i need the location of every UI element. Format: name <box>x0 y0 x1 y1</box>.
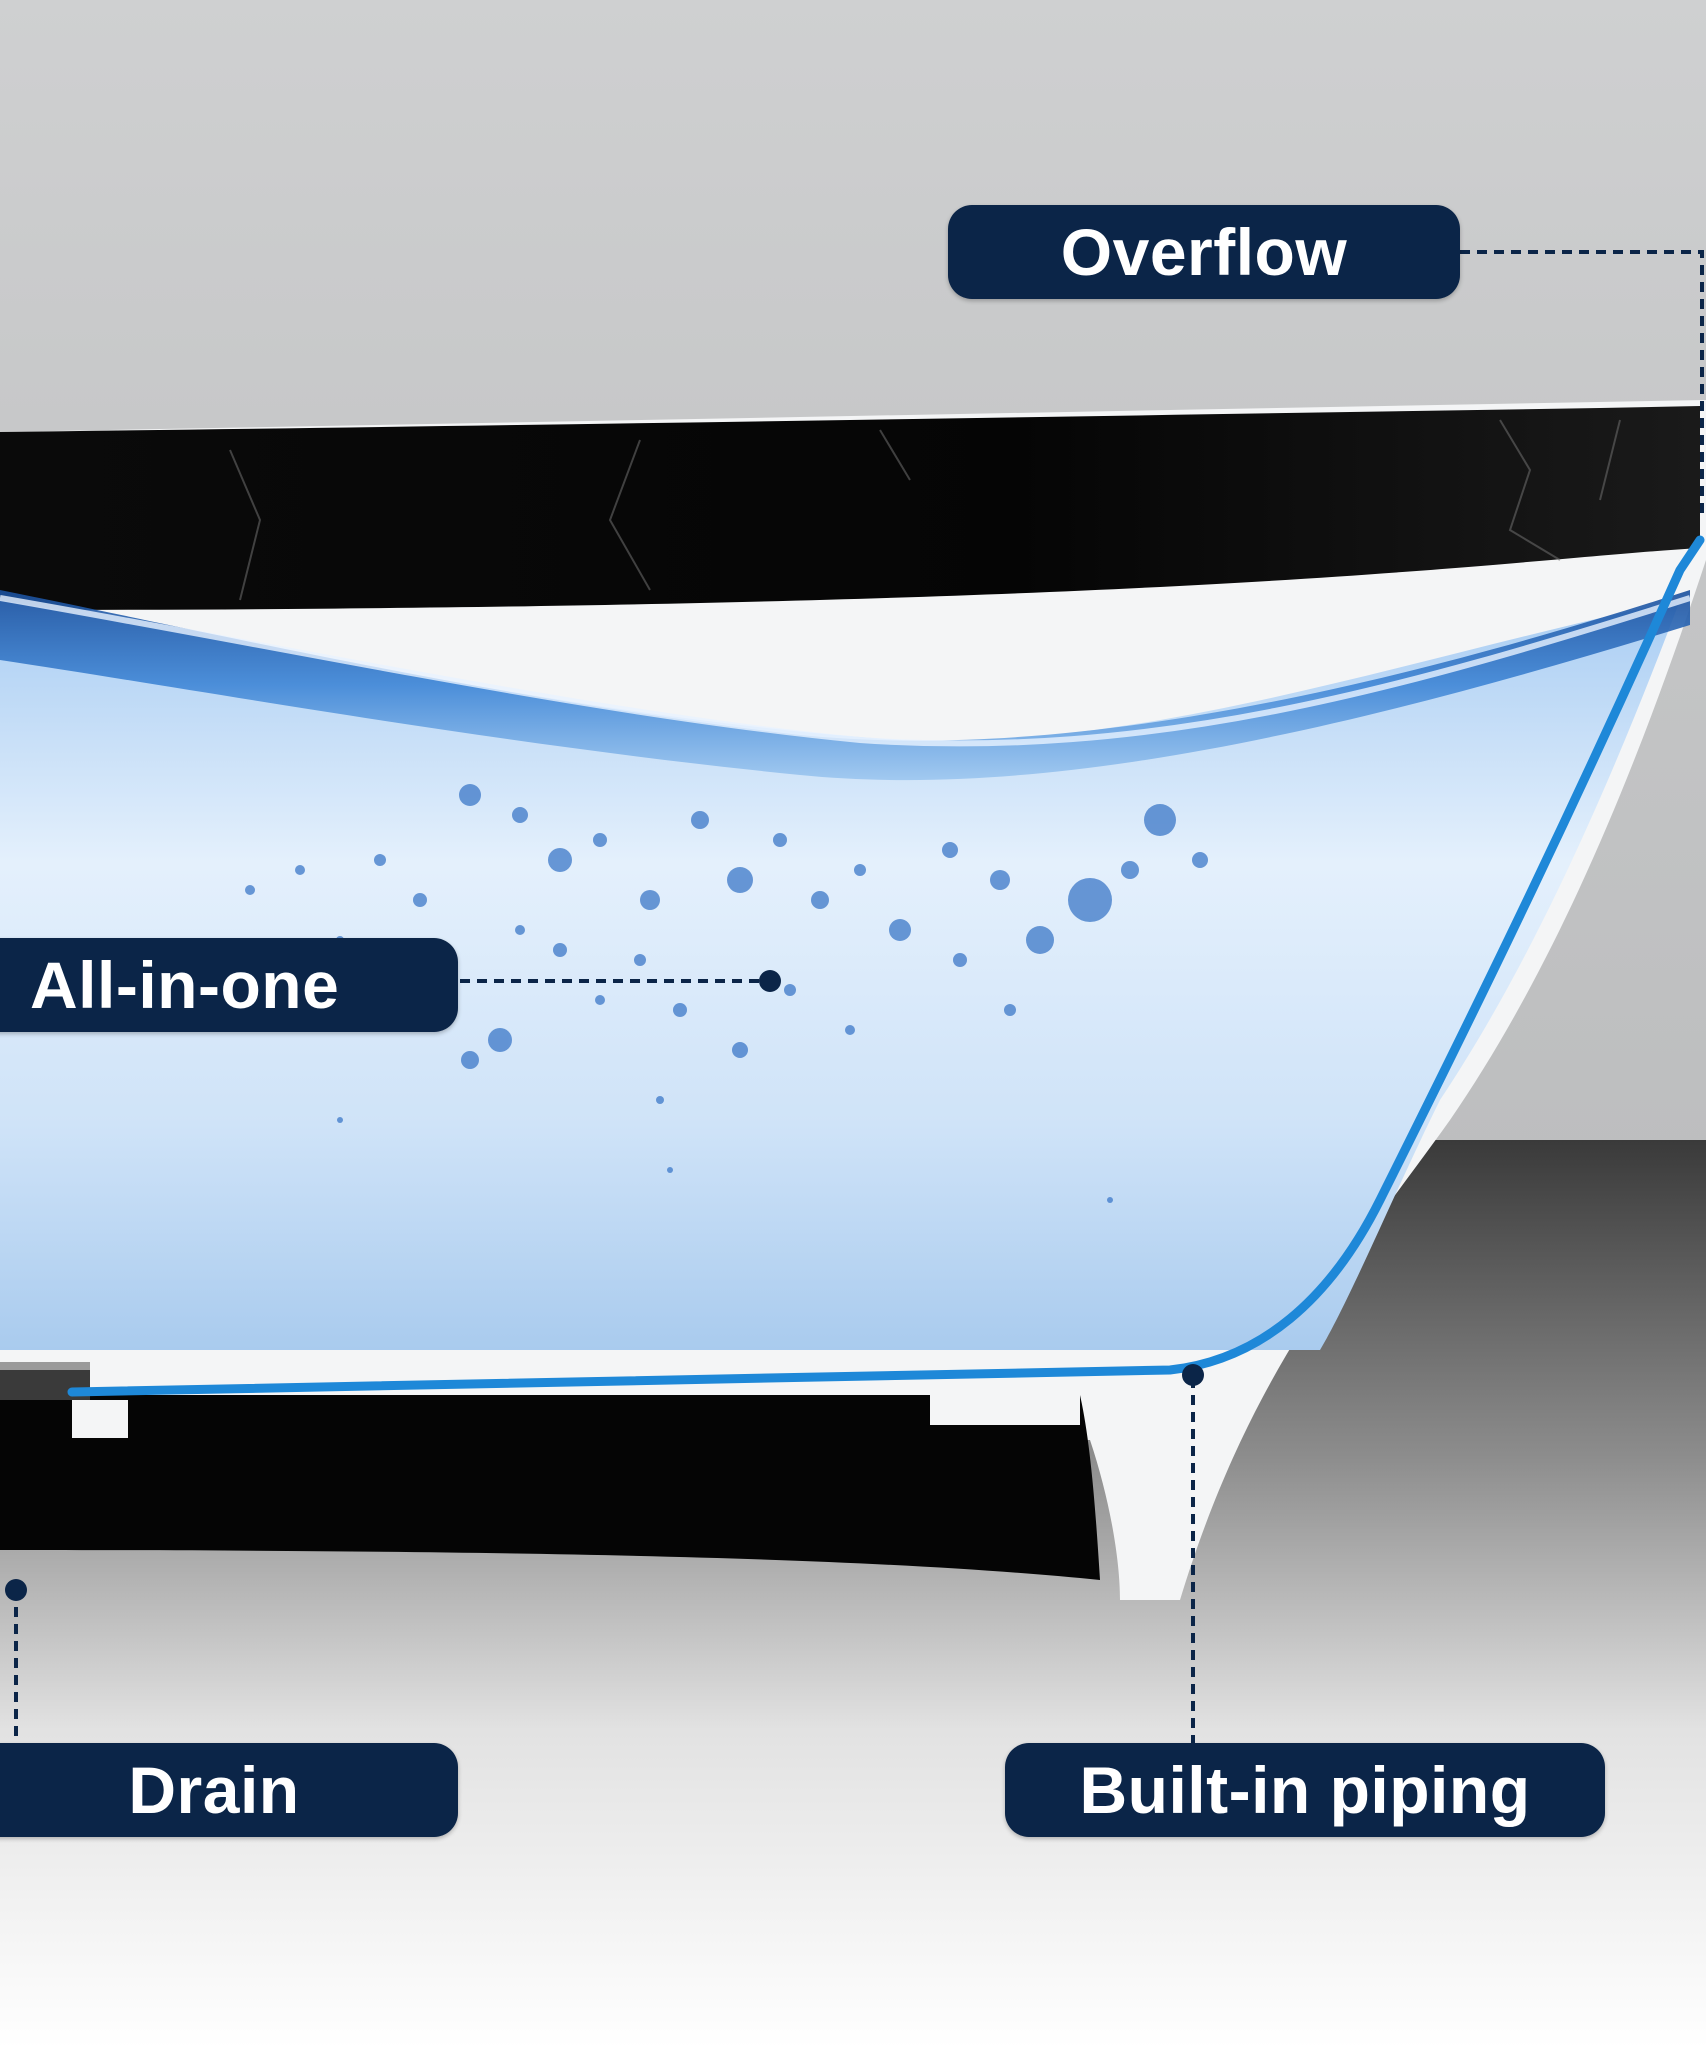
bubbles <box>245 784 1208 1203</box>
marble-veins <box>229 419 1621 601</box>
overflow-connector <box>1460 250 1704 520</box>
drain-dot <box>5 1579 27 1601</box>
base-rib-left <box>72 1400 128 1438</box>
water-surface-highlight <box>0 595 1691 747</box>
water-surface <box>0 590 1690 781</box>
overflow-label: Overflow <box>948 205 1460 299</box>
all-in-one-dot <box>759 970 781 992</box>
tub-interior-black <box>0 406 1700 610</box>
tub-base-black <box>0 1395 1100 1580</box>
piping-dot <box>1182 1364 1204 1386</box>
built-in-pipe <box>67 535 1705 1397</box>
base-rib-right <box>930 1395 1080 1425</box>
drain-label: Drain <box>0 1743 458 1837</box>
all-in-one-label: All-in-one <box>0 938 458 1032</box>
water-body <box>0 600 1680 1350</box>
built-in-piping-label: Built-in piping <box>1005 1743 1605 1837</box>
